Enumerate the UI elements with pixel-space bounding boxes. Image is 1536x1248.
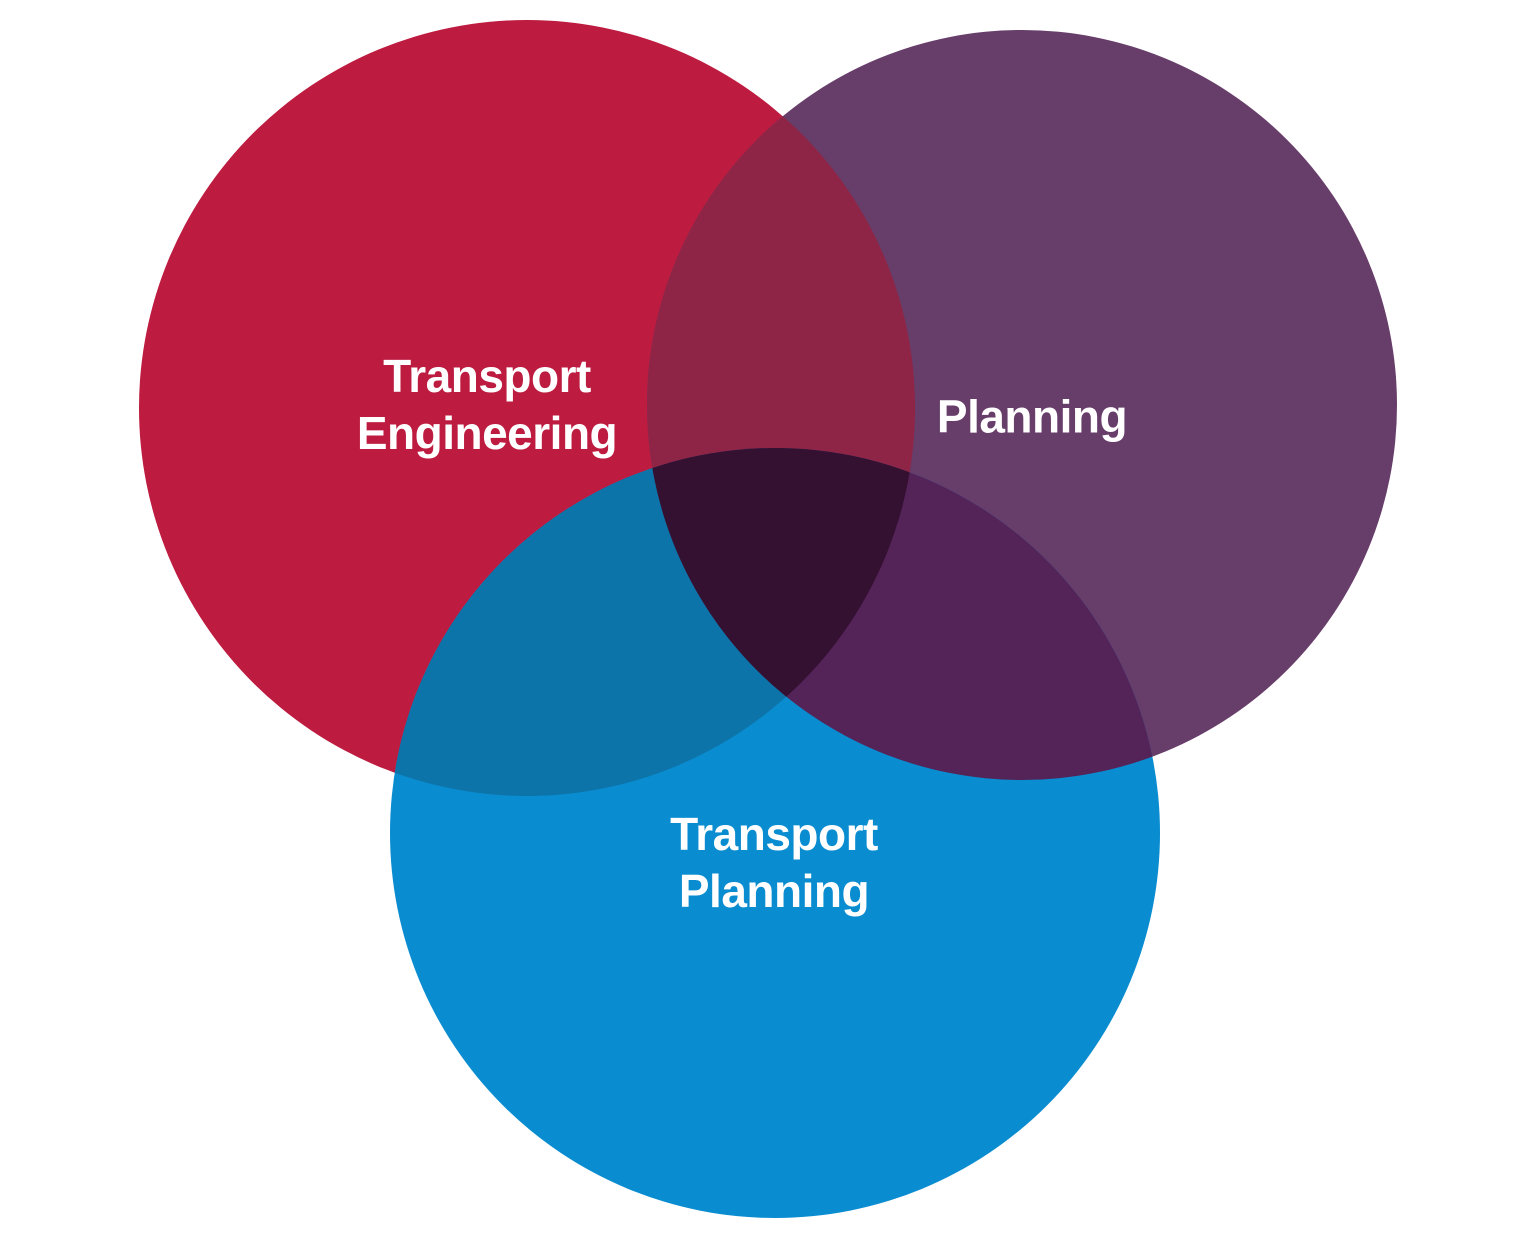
label-transport-engineering-line1: Transport — [383, 349, 591, 402]
label-transport-engineering-line2: Engineering — [356, 407, 618, 459]
label-planning-line1: Planning — [936, 390, 1128, 443]
label-transport-planning: Transport Planning — [670, 806, 878, 920]
label-transport-planning-line1: Transport — [670, 807, 878, 860]
label-transport-planning-line2: Planning — [678, 865, 870, 917]
label-transport-engineering: Transport Engineering — [356, 348, 618, 462]
overlap-planning-transport-planning — [647, 448, 1160, 780]
overlap-engineering-transport-planning — [390, 448, 915, 796]
label-planning: Planning — [936, 388, 1128, 445]
